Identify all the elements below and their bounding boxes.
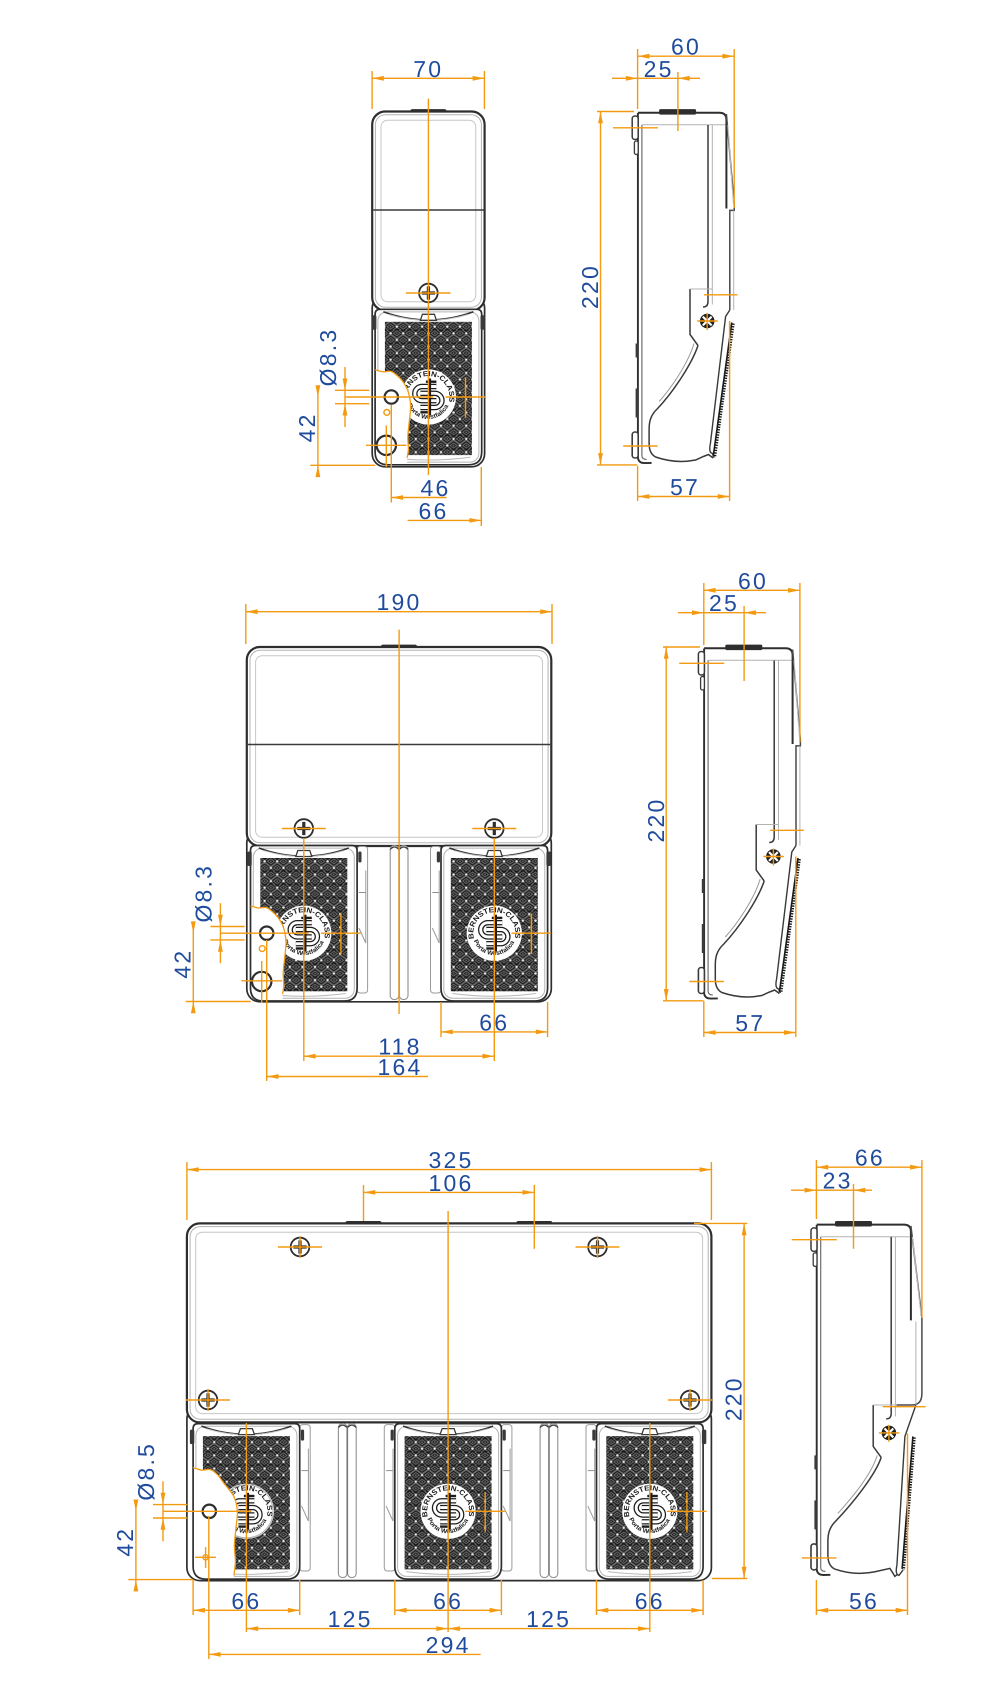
- svg-text:46: 46: [421, 475, 451, 501]
- svg-text:220: 220: [577, 264, 603, 309]
- svg-text:23: 23: [823, 1168, 853, 1194]
- svg-text:42: 42: [112, 1527, 138, 1557]
- svg-text:57: 57: [670, 474, 700, 500]
- svg-text:220: 220: [721, 1376, 747, 1421]
- svg-text:Ø8.3: Ø8.3: [315, 328, 341, 387]
- svg-text:70: 70: [413, 56, 443, 82]
- svg-text:Ø8.5: Ø8.5: [133, 1442, 159, 1501]
- svg-text:66: 66: [855, 1145, 885, 1171]
- svg-text:125: 125: [526, 1606, 571, 1632]
- svg-text:190: 190: [377, 589, 422, 615]
- svg-text:325: 325: [429, 1147, 474, 1173]
- svg-text:164: 164: [378, 1054, 423, 1080]
- svg-text:25: 25: [644, 56, 674, 82]
- svg-text:60: 60: [738, 568, 768, 594]
- svg-text:42: 42: [169, 949, 195, 979]
- svg-text:220: 220: [643, 798, 669, 843]
- svg-text:57: 57: [735, 1010, 765, 1036]
- svg-text:106: 106: [429, 1170, 474, 1196]
- svg-text:25: 25: [709, 590, 739, 616]
- svg-text:Ø8.3: Ø8.3: [190, 864, 216, 923]
- svg-text:42: 42: [294, 412, 320, 442]
- svg-text:66: 66: [479, 1009, 509, 1035]
- svg-text:56: 56: [849, 1588, 879, 1614]
- svg-text:66: 66: [419, 498, 449, 524]
- svg-text:118: 118: [378, 1034, 421, 1060]
- svg-text:125: 125: [328, 1606, 373, 1632]
- svg-text:60: 60: [671, 34, 701, 60]
- svg-text:66: 66: [433, 1588, 463, 1614]
- svg-text:66: 66: [635, 1588, 665, 1614]
- svg-text:294: 294: [426, 1632, 471, 1658]
- svg-text:66: 66: [231, 1588, 261, 1614]
